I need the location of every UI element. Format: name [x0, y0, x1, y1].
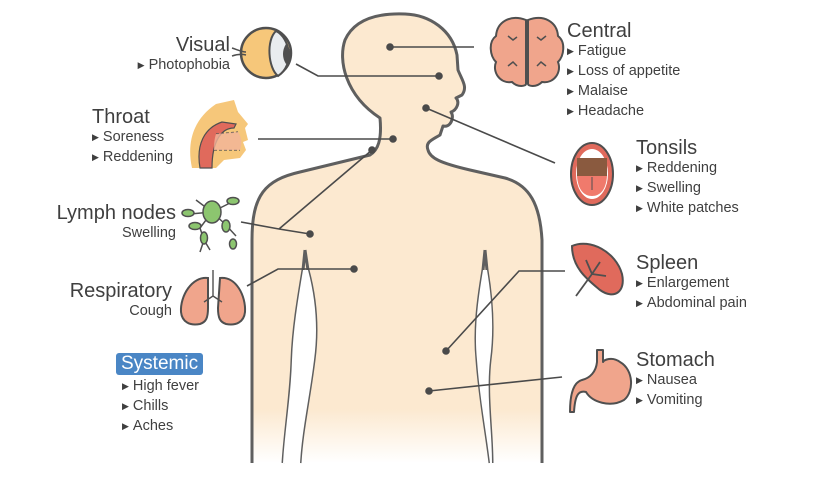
group-central: Central ▶Fatigue ▶Loss of appetite ▶Mala… [567, 20, 680, 122]
group-tonsils: Tonsils ▶Reddening ▶Swelling ▶White patc… [636, 137, 739, 219]
tonsils-item: ▶Swelling [636, 180, 701, 196]
bullet-icon: ▶ [636, 183, 643, 193]
visual-item: ▶Photophobia [137, 57, 230, 73]
central-item: ▶Headache [567, 103, 645, 119]
group-systemic: Systemic ▶High fever ▶Chills ▶Aches [116, 353, 204, 437]
central-item: ▶Fatigue [567, 43, 627, 59]
bullet-icon: ▶ [92, 132, 99, 142]
central-item: ▶Loss of appetite [567, 63, 681, 79]
bullet-icon: ▶ [567, 86, 574, 96]
leader-lines [240, 43, 565, 395]
stomach-icon [569, 349, 632, 413]
bullet-icon: ▶ [636, 395, 643, 405]
group-throat: Throat ▶Soreness ▶Reddening [60, 106, 182, 168]
throat-item: ▶Soreness [92, 129, 165, 145]
group-spleen: Spleen ▶Enlargement ▶Abdominal pain [636, 252, 747, 314]
systemic-item: ▶Aches [122, 418, 174, 434]
tonsils-item: ▶Reddening [636, 160, 718, 176]
visual-title: Visual [175, 34, 230, 56]
bullet-icon: ▶ [122, 421, 129, 431]
respiratory-item: Cough [129, 303, 172, 319]
spleen-item: ▶Abdominal pain [636, 295, 747, 311]
group-visual: Visual ▶Photophobia [100, 34, 230, 76]
systemic-badge: Systemic [116, 353, 204, 375]
tonsils-item: ▶White patches [636, 200, 739, 216]
bullet-icon: ▶ [636, 298, 643, 308]
throat-icon [190, 100, 248, 169]
bullet-icon: ▶ [636, 203, 643, 213]
throat-item: ▶Reddening [92, 149, 174, 165]
central-title: Central [567, 20, 632, 42]
spleen-title: Spleen [636, 252, 699, 274]
bullet-icon: ▶ [636, 278, 643, 288]
bullet-icon: ▶ [567, 46, 574, 56]
mouth-icon [570, 142, 614, 206]
systemic-item: ▶High fever [122, 378, 200, 394]
lymph-nodes-icon [181, 196, 240, 253]
bullet-icon: ▶ [567, 106, 574, 116]
stomach-item: ▶Nausea [636, 372, 697, 388]
throat-title: Throat [92, 106, 150, 128]
central-item: ▶Malaise [567, 83, 628, 99]
eye-icon [231, 26, 293, 80]
bullet-icon: ▶ [122, 381, 129, 391]
bullet-icon: ▶ [122, 401, 129, 411]
stomach-title: Stomach [636, 349, 715, 371]
lymph-title: Lymph nodes [56, 202, 176, 224]
stomach-item: ▶Vomiting [636, 392, 703, 408]
group-stomach: Stomach ▶Nausea ▶Vomiting [636, 349, 715, 411]
lymph-item: Swelling [122, 225, 176, 241]
tonsils-title: Tonsils [636, 137, 698, 159]
spleen-icon [570, 242, 624, 297]
body-silhouette [250, 12, 544, 464]
spleen-item: ▶Enlargement [636, 275, 730, 291]
brain-icon [489, 17, 565, 87]
bullet-icon: ▶ [636, 163, 643, 173]
systemic-item: ▶Chills [122, 398, 169, 414]
lungs-icon [179, 270, 247, 326]
group-respiratory: Respiratory Cough [30, 280, 172, 321]
respiratory-title: Respiratory [69, 280, 172, 302]
bullet-icon: ▶ [636, 375, 643, 385]
bullet-icon: ▶ [567, 66, 574, 76]
bullet-icon: ▶ [92, 152, 99, 162]
bullet-icon: ▶ [137, 60, 145, 70]
group-lymph-nodes: Lymph nodes Swelling [30, 202, 176, 243]
